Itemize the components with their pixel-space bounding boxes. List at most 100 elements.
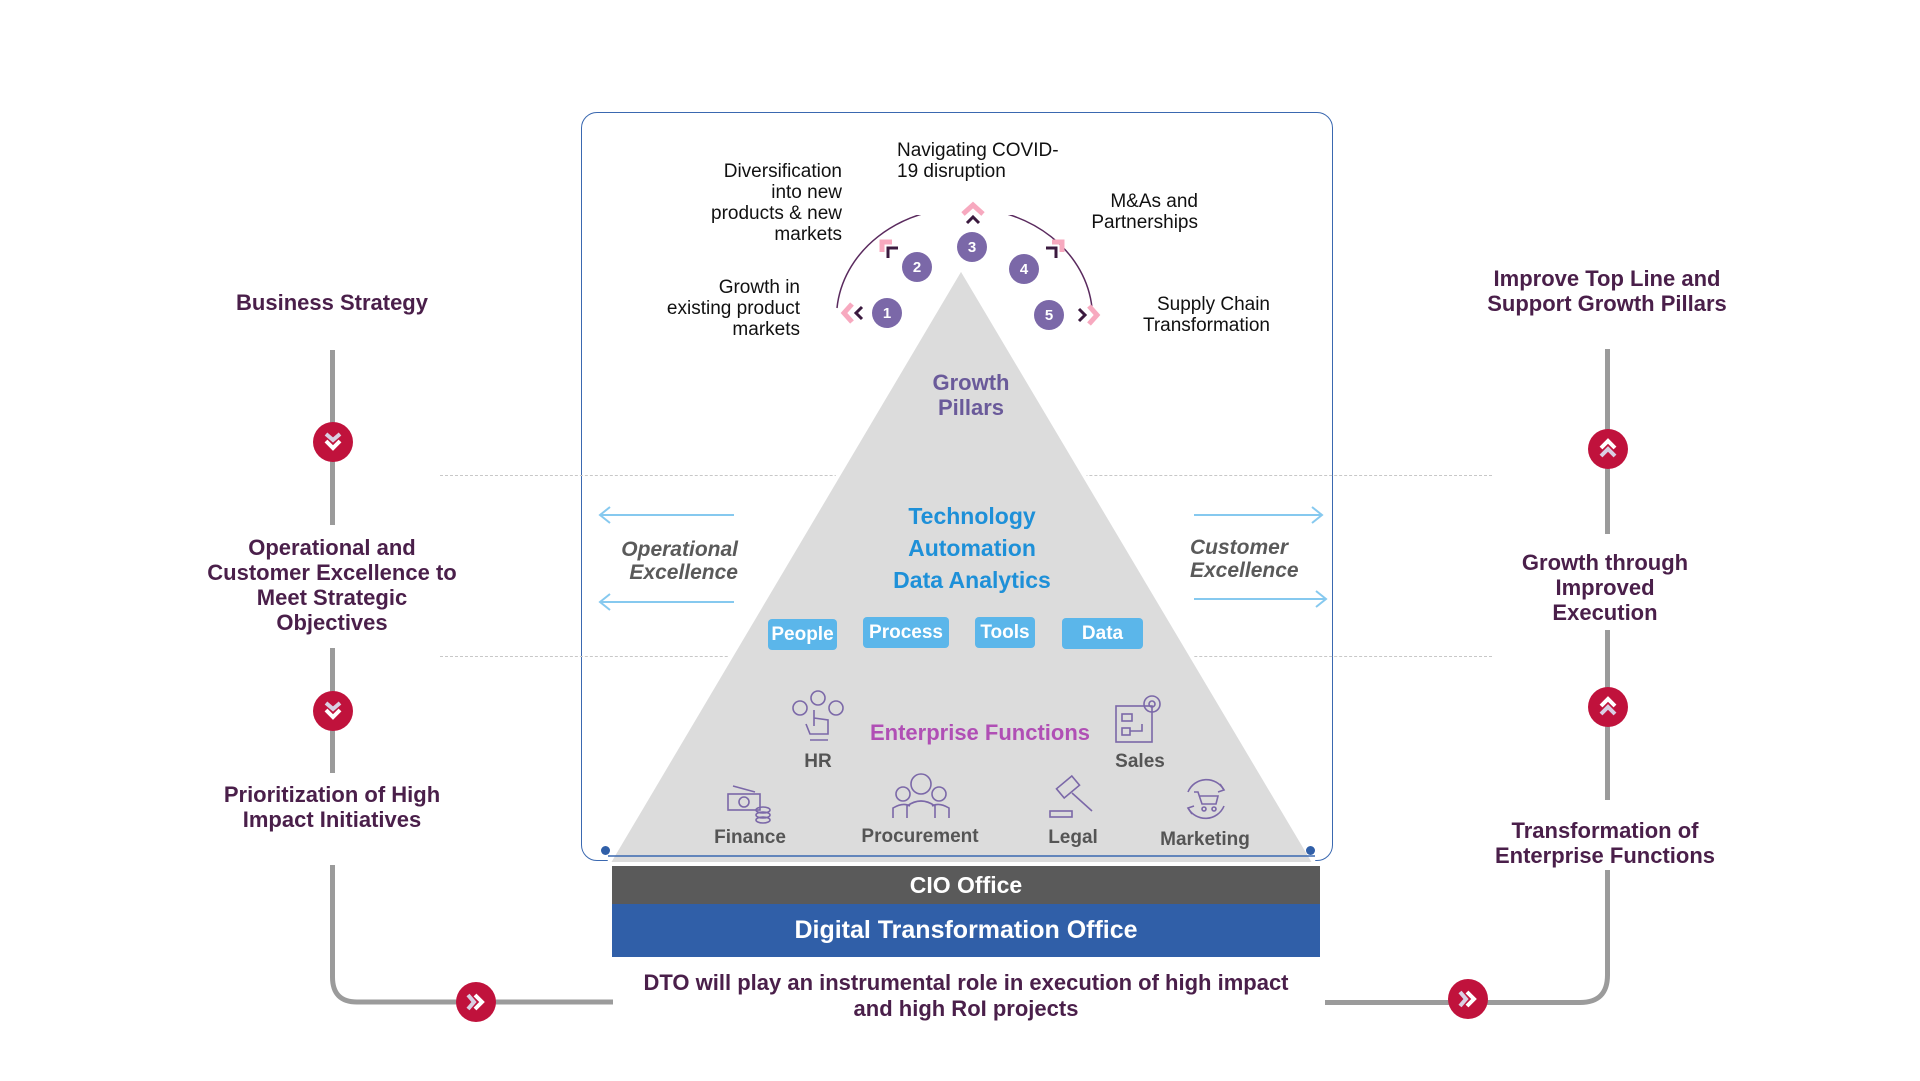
number-text: 5 <box>1044 306 1054 324</box>
cio-office-bar: CIO Office <box>612 866 1320 904</box>
function-label: HR <box>804 751 832 772</box>
left-connector-badge-1 <box>313 422 353 462</box>
frame-corner-dot-right <box>1306 846 1315 855</box>
team-people-icon <box>892 773 950 818</box>
arrow-left-icon <box>598 593 734 611</box>
function-sales-label: Sales <box>1100 751 1180 773</box>
title-text: Enterprise Functions <box>869 720 1091 745</box>
right-step-improve-top-line: Improve Top Line and Support Growth Pill… <box>1482 266 1732 316</box>
chip-people: People <box>768 619 837 650</box>
label-line: products & new <box>711 203 842 224</box>
cio-office-label: CIO Office <box>909 871 1023 898</box>
right-step-label: Growth through Improved Execution <box>1521 550 1689 625</box>
growth-pillars-title: Growth Pillars <box>911 370 1031 420</box>
left-step-business-strategy: Business Strategy <box>212 290 452 315</box>
left-connector-badge-3 <box>456 982 496 1022</box>
right-connector-badge-2 <box>1588 687 1628 727</box>
chip-tools: Tools <box>975 617 1035 648</box>
title-line: Pillars <box>937 395 1005 420</box>
growth-item-5-number: 5 <box>1034 300 1064 330</box>
label-line: Excellence <box>1190 559 1299 582</box>
left-bottom-connector <box>330 865 613 1005</box>
growth-item-3-number: 3 <box>957 232 987 262</box>
right-connector-badge-1 <box>1588 429 1628 469</box>
label-line: M&As and <box>1110 191 1198 212</box>
chevron-up-icon <box>961 201 985 225</box>
growth-item-5-label: Supply Chain Transformation <box>1120 294 1270 336</box>
growth-item-3-label: Navigating COVID- 19 disruption <box>897 140 1097 182</box>
chevron-right-icon <box>1077 304 1101 326</box>
label-line: 19 disruption <box>897 161 1006 182</box>
arrow-left-icon <box>598 506 734 524</box>
label-line: Growth in <box>718 277 800 298</box>
pyramid <box>604 264 1319 866</box>
enterprise-functions-title: Enterprise Functions <box>860 720 1100 746</box>
chip-label: People <box>771 623 834 645</box>
chip-process: Process <box>863 617 949 648</box>
function-label: Procurement <box>861 826 979 847</box>
function-label: Finance <box>714 827 786 848</box>
operational-excellence-label: Operational Excellence <box>608 538 738 584</box>
label-line: Supply Chain <box>1156 294 1270 315</box>
dto-note-line: and high RoI projects <box>853 996 1079 1021</box>
right-step-label: Improve Top Line and Support Growth Pill… <box>1487 266 1727 316</box>
label-line: into new <box>771 182 842 203</box>
technology-stack-text: Technology Automation Data Analytics <box>822 500 1122 596</box>
growth-item-1-label: Growth in existing product markets <box>620 277 800 340</box>
chevron-up-left-icon <box>879 239 898 258</box>
growth-item-2-label: Diversification into new products & new … <box>660 161 842 245</box>
left-step-prioritization: Prioritization of High Impact Initiative… <box>222 782 442 832</box>
title-line: Growth <box>932 370 1010 395</box>
right-connector-badge-3 <box>1448 979 1488 1019</box>
function-procurement-label: Procurement <box>845 826 995 848</box>
tech-line: Data Analytics <box>893 567 1051 593</box>
tech-line: Technology <box>908 503 1036 529</box>
label-line: Partnerships <box>1091 212 1198 233</box>
left-connector-badge-2 <box>313 691 353 731</box>
double-chevron-down-icon <box>324 432 342 451</box>
double-chevron-up-icon <box>1599 696 1617 716</box>
function-legal-label: Legal <box>1033 827 1113 849</box>
sales-chart-gear-icon <box>1115 695 1161 743</box>
double-chevron-up-icon <box>1599 438 1617 458</box>
number-text: 4 <box>1019 260 1029 278</box>
growth-item-4-label: M&As and Partnerships <box>1070 191 1198 233</box>
function-label: Legal <box>1048 827 1098 848</box>
number-text: 3 <box>967 238 977 256</box>
function-finance-label: Finance <box>700 827 800 849</box>
tech-line: Automation <box>908 535 1036 561</box>
arrow-right-icon <box>1194 506 1324 524</box>
right-step-transformation: Transformation of Enterprise Functions <box>1465 818 1745 868</box>
chip-label: Process <box>869 621 943 643</box>
right-step-label: Transformation of Enterprise Functions <box>1494 818 1716 868</box>
label-line: Operational <box>621 538 738 561</box>
growth-pillars-arc <box>836 215 1093 309</box>
arrow-right-icon <box>1194 590 1328 608</box>
label-line: markets <box>774 224 842 245</box>
chip-data: Data <box>1062 618 1143 649</box>
chip-label: Tools <box>980 621 1030 643</box>
left-step-operational-customer-excellence: Operational and Customer Excellence to M… <box>200 535 464 635</box>
growth-item-1-number: 1 <box>872 298 902 328</box>
function-label: Sales <box>1115 751 1165 772</box>
money-coins-icon <box>727 785 771 824</box>
function-label: Marketing <box>1160 829 1250 850</box>
frame-corner-dot-left <box>601 846 610 855</box>
double-chevron-right-icon <box>1458 990 1477 1008</box>
chevron-up-right-icon <box>1046 239 1065 258</box>
function-hr-label: HR <box>788 751 848 773</box>
gavel-icon <box>1049 774 1093 818</box>
growth-item-4-number: 4 <box>1009 254 1039 284</box>
label-line: Transformation <box>1142 315 1270 336</box>
double-chevron-down-icon <box>324 701 342 720</box>
left-step-label: Business Strategy <box>236 290 428 315</box>
dto-note: DTO will play an instrumental role in ex… <box>610 970 1322 1022</box>
right-step-growth-execution: Growth through Improved Execution <box>1505 550 1705 625</box>
label-line: Diversification <box>723 161 842 182</box>
label-line: Customer <box>1190 536 1289 559</box>
label-line: markets <box>732 319 800 340</box>
digital-transformation-office-bar: Digital Transformation Office <box>612 904 1320 957</box>
cart-cycle-icon <box>1186 778 1226 820</box>
hr-network-hand-icon <box>792 690 844 741</box>
number-text: 1 <box>882 304 892 322</box>
